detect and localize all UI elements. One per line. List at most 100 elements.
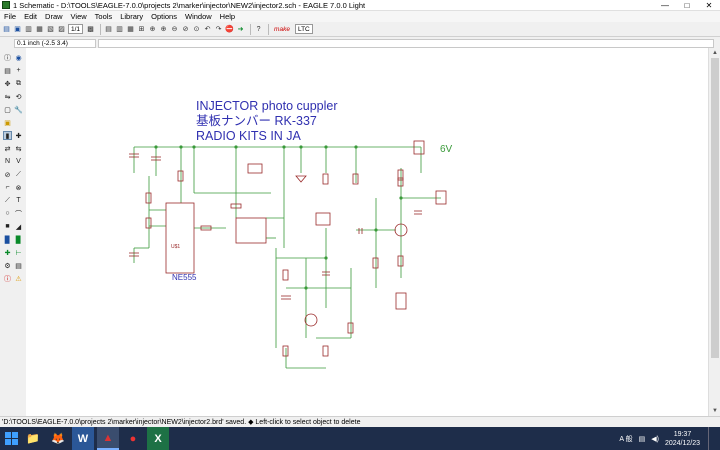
open-icon[interactable]: ▤ [3, 26, 10, 33]
help-icon[interactable]: ? [256, 25, 261, 33]
display-icon[interactable]: ▤ [4, 67, 11, 75]
value-icon[interactable]: V [16, 158, 21, 165]
menu-draw[interactable]: Draw [45, 12, 63, 21]
paste-icon[interactable]: ▣ [4, 119, 11, 127]
schematic-drawing: INJECTOR photo cuppler 基板ナンバー RK-337 RAD… [129, 99, 453, 369]
show-icon[interactable]: ◉ [15, 54, 22, 62]
print-icon[interactable]: ▥ [25, 26, 32, 33]
errors-icon[interactable]: ⚠ [15, 275, 22, 283]
menu-library[interactable]: Library [120, 12, 144, 21]
rect-icon[interactable]: ■ [5, 223, 10, 230]
window-fit-icon[interactable]: ⊞ [138, 26, 145, 33]
redraw-icon[interactable]: ⊙ [193, 26, 200, 33]
taskbar-explorer[interactable]: 📁 [26, 433, 40, 445]
clock[interactable]: 19:37 2024/12/23 [665, 430, 700, 448]
change-icon[interactable]: 🔧 [14, 106, 23, 114]
rotate-icon[interactable]: ⟲ [15, 93, 22, 101]
cam-icon[interactable]: ▦ [36, 26, 43, 33]
toolbar-separator [268, 23, 270, 35]
parts-layer [129, 140, 447, 357]
menu-bar: File Edit Draw View Tools Library Option… [0, 11, 720, 22]
smash-icon[interactable]: ⊘ [4, 171, 11, 179]
split-icon[interactable]: ⌐ [5, 184, 10, 191]
status-message: 'D:\TOOLS\EAGLE-7.0.0\projects 2\marker\… [2, 419, 361, 426]
go-icon[interactable]: ➜ [237, 26, 244, 33]
mark-icon[interactable]: + [16, 67, 21, 74]
board-icon[interactable]: ▧ [47, 26, 54, 33]
pinswap-icon[interactable]: ⇄ [4, 145, 11, 153]
zoom-in-icon[interactable]: ⊕ [160, 26, 167, 33]
move-icon[interactable]: ✥ [4, 80, 11, 88]
bus-icon[interactable]: ▉ [4, 236, 11, 244]
ltc-logo-button[interactable]: LTC [294, 24, 313, 34]
circle-icon[interactable]: ○ [5, 210, 10, 217]
junction-icon[interactable]: ✚ [4, 249, 11, 257]
script-icon[interactable]: ▤ [105, 26, 112, 33]
windows-icon [4, 432, 18, 445]
mirror-icon[interactable]: ⇋ [4, 93, 11, 101]
group-icon[interactable]: ▢ [4, 106, 11, 114]
frame-icon[interactable]: ▤ [15, 262, 22, 270]
net-icon[interactable]: ▉ [15, 236, 22, 244]
zoom-fit-icon[interactable]: ⊕ [149, 26, 156, 33]
volume-icon[interactable]: ◀) [651, 435, 659, 443]
command-line-input[interactable] [98, 38, 714, 48]
vertical-scrollbar[interactable]: ▲ ▼ [708, 48, 720, 416]
save-icon[interactable]: ▣ [14, 26, 21, 33]
heading-line1: INJECTOR photo cuppler [196, 99, 338, 113]
taskbar-eagle[interactable]: ▲ [97, 427, 119, 450]
use-icon[interactable]: ▩ [87, 26, 94, 33]
scroll-down-icon[interactable]: ▼ [712, 408, 718, 414]
attribute-icon[interactable]: ⚙ [4, 262, 11, 270]
taskbar-firefox[interactable]: 🦊 [51, 433, 65, 445]
network-icon[interactable]: ▤ [638, 435, 646, 443]
invoke-icon[interactable]: ⊗ [15, 184, 22, 192]
heading-line3: RADIO KITS IN JA [196, 129, 302, 143]
menu-file[interactable]: File [4, 12, 17, 21]
erc-icon[interactable]: ⓘ [4, 275, 11, 283]
undo-icon[interactable]: ↶ [204, 26, 211, 33]
menu-edit[interactable]: Edit [24, 12, 38, 21]
menu-window[interactable]: Window [184, 12, 212, 21]
text-icon[interactable]: T [16, 197, 21, 204]
name-icon[interactable]: N [4, 158, 11, 165]
run-icon[interactable]: ▥ [116, 26, 123, 33]
label-icon[interactable]: ⊢ [15, 249, 22, 257]
window-controls: — □ ✕ [654, 0, 720, 11]
wire-icon[interactable]: ⟋ [5, 196, 10, 204]
main-toolbar: ▤ ▣ ▥ ▦ ▧ ▨ 1/1 ▩ ▤ ▥ ▦ ⊞ ⊕ ⊕ ⊖ ⊘ ⊙ ↶ ↷ … [0, 22, 720, 37]
menu-tools[interactable]: Tools [94, 12, 113, 21]
taskbar-excel[interactable]: X [147, 427, 169, 450]
menu-help[interactable]: Help [219, 12, 236, 21]
taskbar-word[interactable]: W [72, 427, 94, 450]
stop-icon[interactable]: ⛔ [225, 26, 234, 33]
replace-icon[interactable]: ⇆ [15, 145, 22, 153]
info-icon[interactable]: ⓘ [4, 54, 11, 62]
zoom-out-icon[interactable]: ⊖ [171, 26, 178, 33]
make-logo-button[interactable]: make [274, 25, 290, 33]
menu-view[interactable]: View [70, 12, 87, 21]
notification-button[interactable] [708, 427, 720, 450]
start-button[interactable] [0, 427, 22, 450]
add-icon[interactable]: ✚ [15, 132, 22, 140]
polygon-icon[interactable]: ◢ [15, 223, 22, 231]
zoom-select-icon[interactable]: ⊘ [182, 26, 189, 33]
scroll-up-icon[interactable]: ▲ [712, 50, 718, 56]
redo-icon[interactable]: ↷ [215, 26, 222, 33]
ime-indicator[interactable]: A 般 [619, 435, 633, 443]
taskbar-app[interactable]: ● [129, 432, 137, 445]
minimize-button[interactable]: — [661, 1, 669, 10]
schematic-canvas[interactable]: INJECTOR photo cuppler 基板ナンバー RK-337 RAD… [26, 48, 708, 416]
left-toolbar: ⓘ ◉ ▤ + ✥ ⧉ ⇋ ⟲ ▢ 🔧 ▣ ▮ ✚ ⇄ ⇆ N V ⊘ ⟋ ⌐ … [0, 48, 26, 398]
sheet-icon[interactable]: ▨ [58, 26, 65, 33]
sheet-select[interactable]: 1/1 [68, 24, 84, 34]
maximize-button[interactable]: □ [684, 1, 690, 10]
scroll-thumb[interactable] [711, 58, 719, 358]
delete-icon[interactable]: ▮ [3, 131, 12, 140]
arc-icon[interactable]: ⌒ [15, 210, 22, 218]
close-button[interactable]: ✕ [705, 1, 713, 10]
miter-icon[interactable]: ⟋ [16, 170, 21, 178]
grid-icon[interactable]: ▦ [127, 26, 134, 33]
menu-options[interactable]: Options [151, 12, 177, 21]
copy-icon[interactable]: ⧉ [16, 79, 21, 87]
